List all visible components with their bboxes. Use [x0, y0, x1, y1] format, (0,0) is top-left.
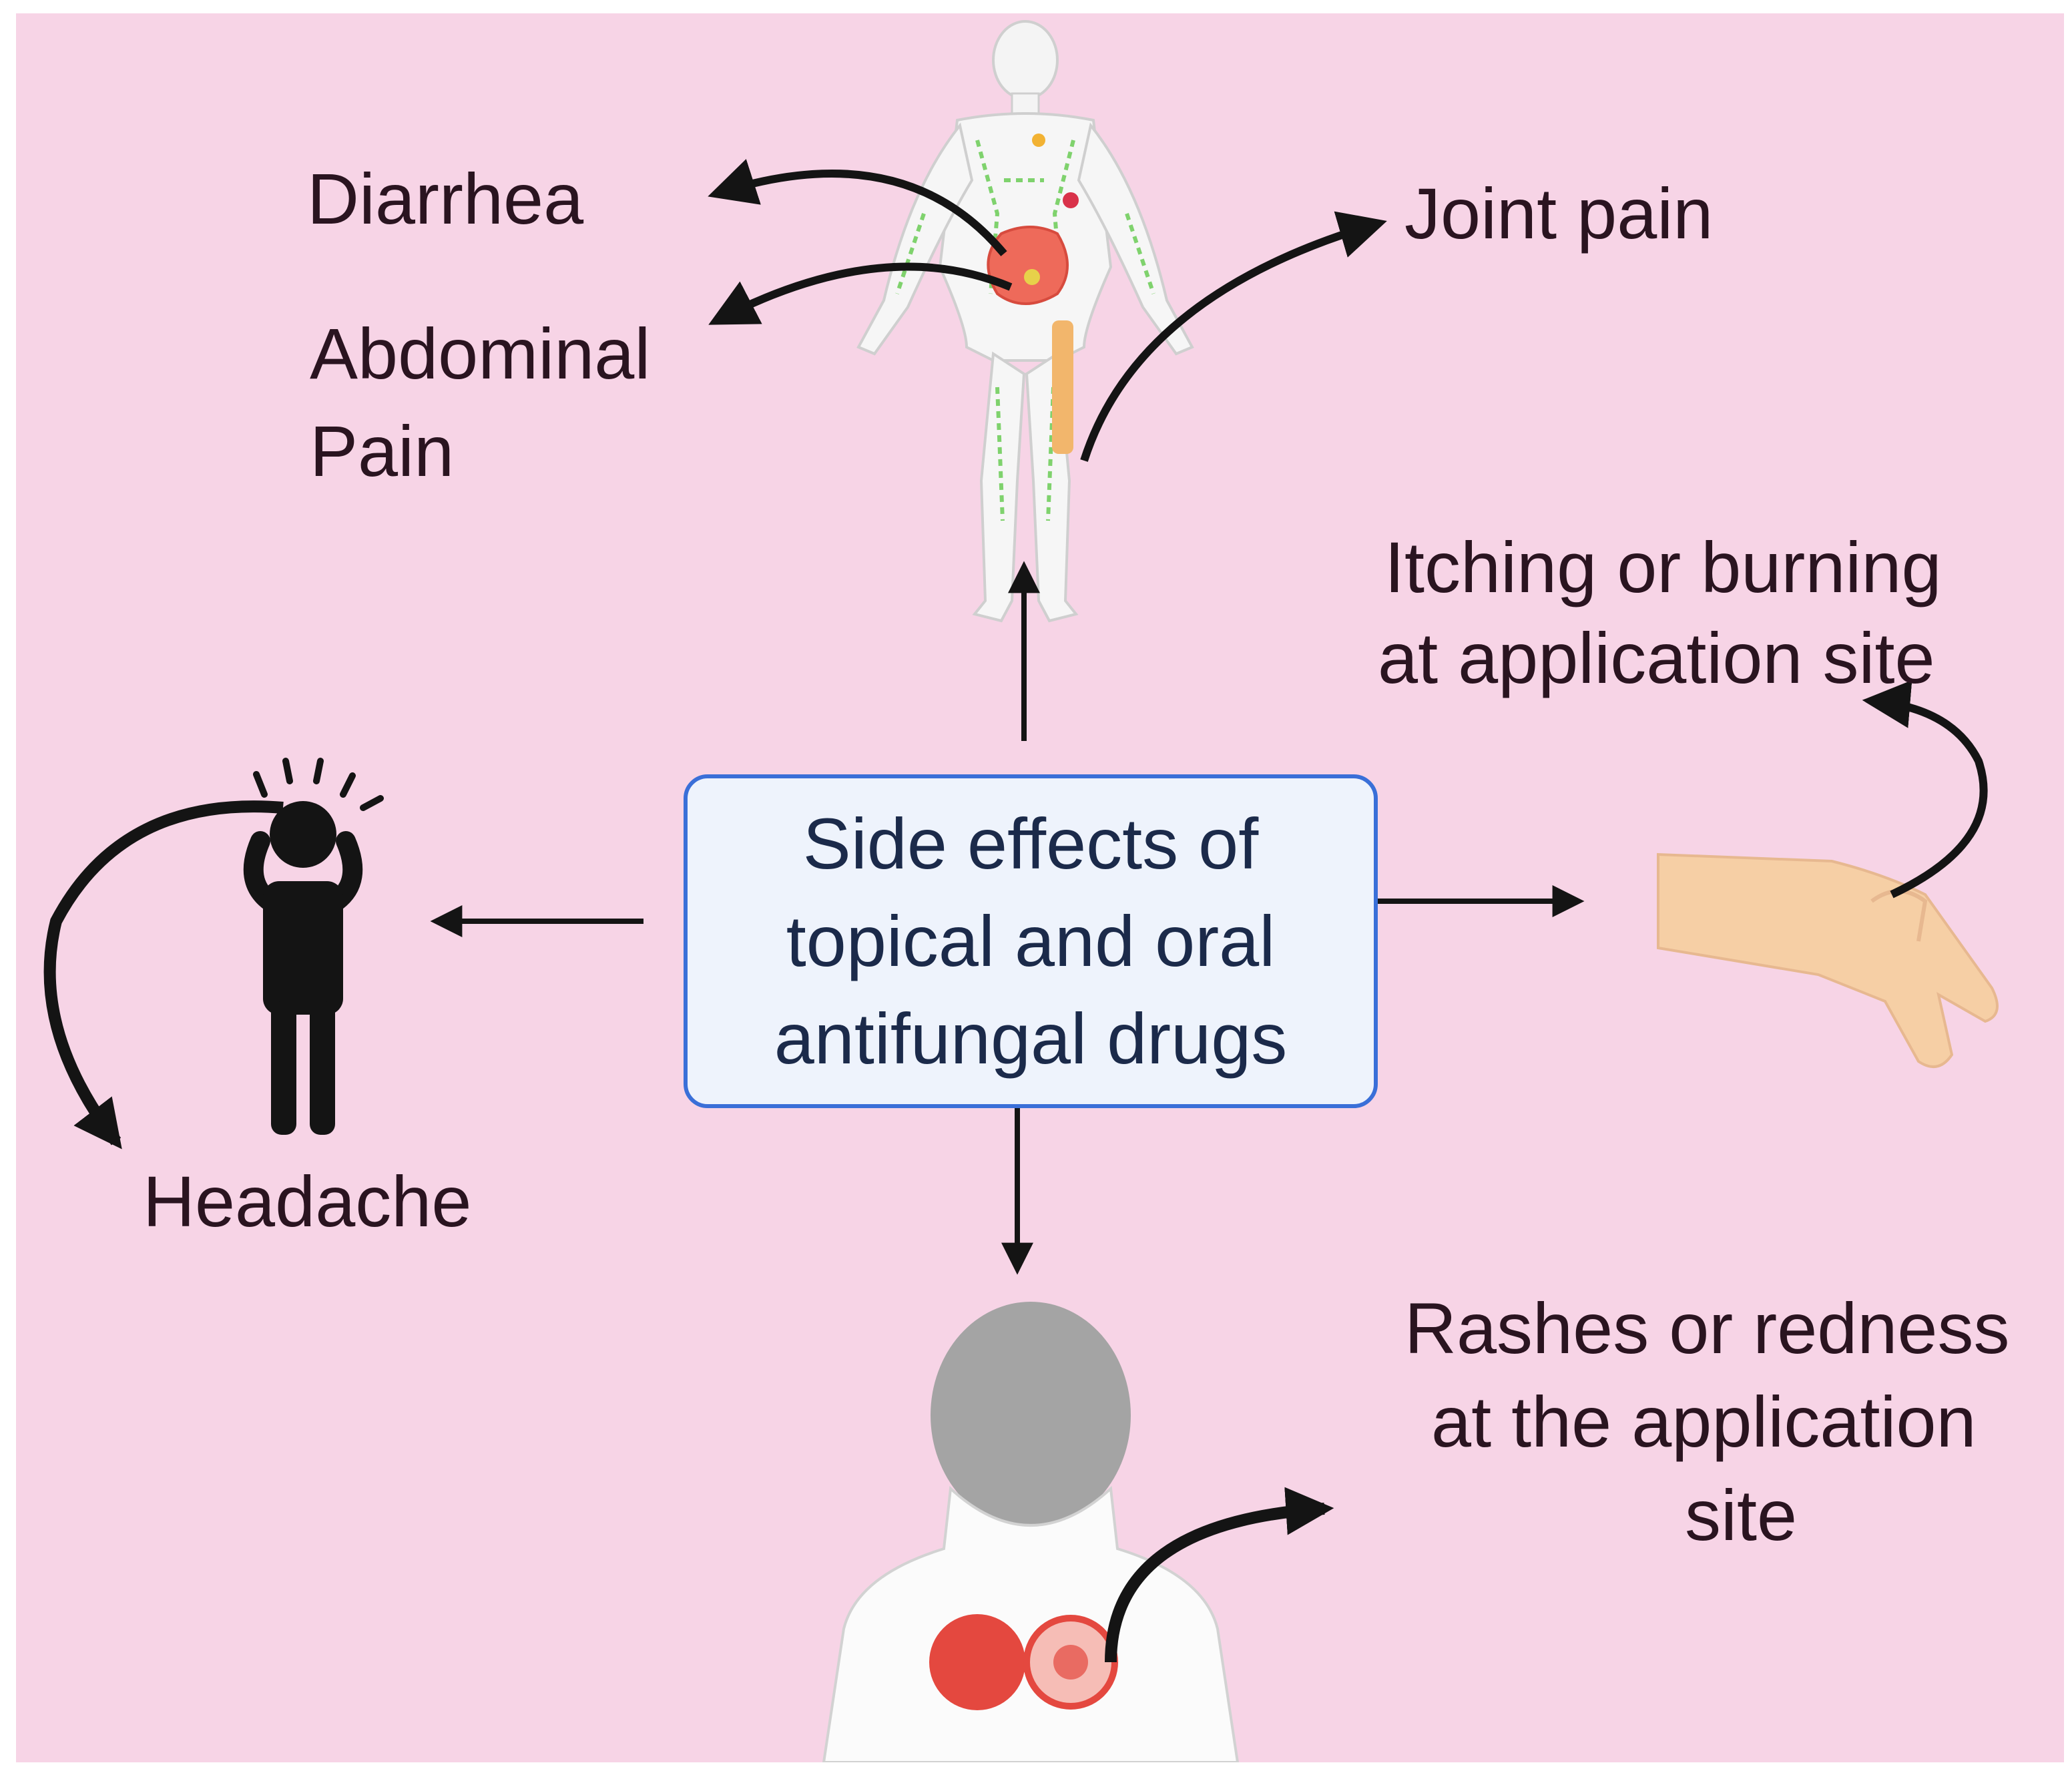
label-abdominal-line1: Abdominal [310, 313, 651, 394]
label-rashes-line2: at the application [1431, 1381, 1977, 1462]
arrow-itching [1862, 680, 1988, 899]
center-line-2: topical and oral [786, 901, 1276, 981]
diagram-graphics [43, 20, 1999, 1762]
arrow-diarrhea [708, 159, 1007, 256]
label-itching-line2: at application site [1378, 617, 1935, 698]
center-topic-box: Side effects of topical and oral antifun… [684, 774, 1378, 1108]
headache-person-icon [243, 758, 384, 1135]
human-body-icon [856, 20, 1194, 623]
arrow-joint-pain [1080, 211, 1387, 462]
scratching-hand-icon [1657, 852, 1999, 1068]
center-line-3: antifungal drugs [774, 998, 1288, 1079]
person-back-rash-icon [822, 1302, 1240, 1762]
label-joint-pain: Joint pain [1404, 173, 1714, 254]
label-diarrhea: Diarrhea [307, 158, 584, 239]
arrow-headache-curve [43, 800, 284, 1150]
arrow-rash [1105, 1487, 1334, 1663]
diagram-background: Side effects of topical and oral antifun… [16, 13, 2064, 1762]
label-abdominal-line2: Pain [310, 411, 455, 491]
label-headache: Headache [143, 1161, 472, 1242]
label-itching-line1: Itching or burning [1384, 527, 1942, 607]
arrow-abdominal-pain [708, 262, 1013, 325]
label-rashes-line1: Rashes or redness [1404, 1288, 2010, 1368]
center-line-1: Side effects of [802, 803, 1259, 884]
label-rashes-line3: site [1685, 1475, 1798, 1555]
